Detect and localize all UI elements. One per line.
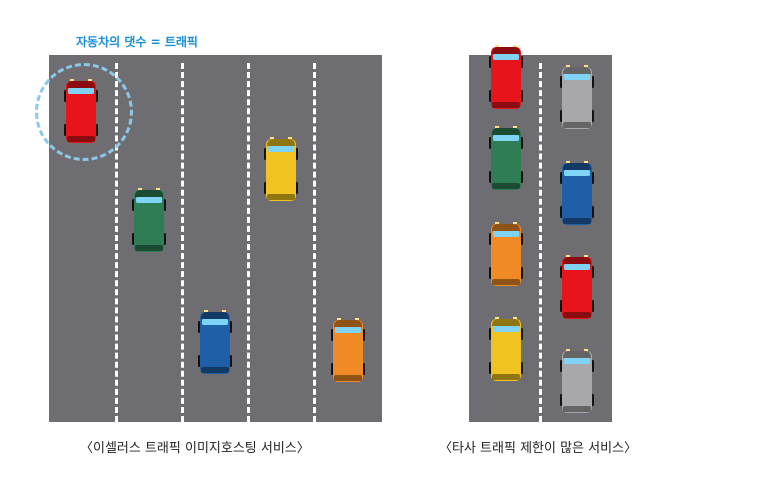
car-icon bbox=[489, 125, 523, 191]
car-icon bbox=[560, 348, 594, 414]
lane-divider bbox=[115, 63, 118, 422]
car-icon bbox=[560, 254, 594, 320]
right-panel-caption: 〈타사 트래픽 제한이 많은 서비스〉 bbox=[439, 441, 638, 456]
highlight-circle bbox=[35, 63, 133, 161]
car-icon bbox=[560, 64, 594, 130]
car-icon bbox=[198, 309, 232, 375]
lane-divider bbox=[313, 63, 316, 422]
car-icon bbox=[64, 78, 98, 144]
lane-divider bbox=[247, 63, 250, 422]
traffic-callout: 자동차의 댓수 = 트래픽 bbox=[76, 35, 198, 49]
left-panel-caption: 〈이셀러스 트래픽 이미지호스팅 서비스〉 bbox=[80, 441, 310, 456]
car-icon bbox=[560, 160, 594, 226]
car-icon bbox=[331, 317, 365, 383]
car-icon bbox=[264, 136, 298, 202]
car-icon bbox=[489, 221, 523, 287]
lane-divider bbox=[181, 63, 184, 422]
car-icon bbox=[489, 316, 523, 382]
lane-divider bbox=[539, 63, 542, 422]
car-icon bbox=[489, 44, 523, 110]
car-icon bbox=[132, 187, 166, 253]
